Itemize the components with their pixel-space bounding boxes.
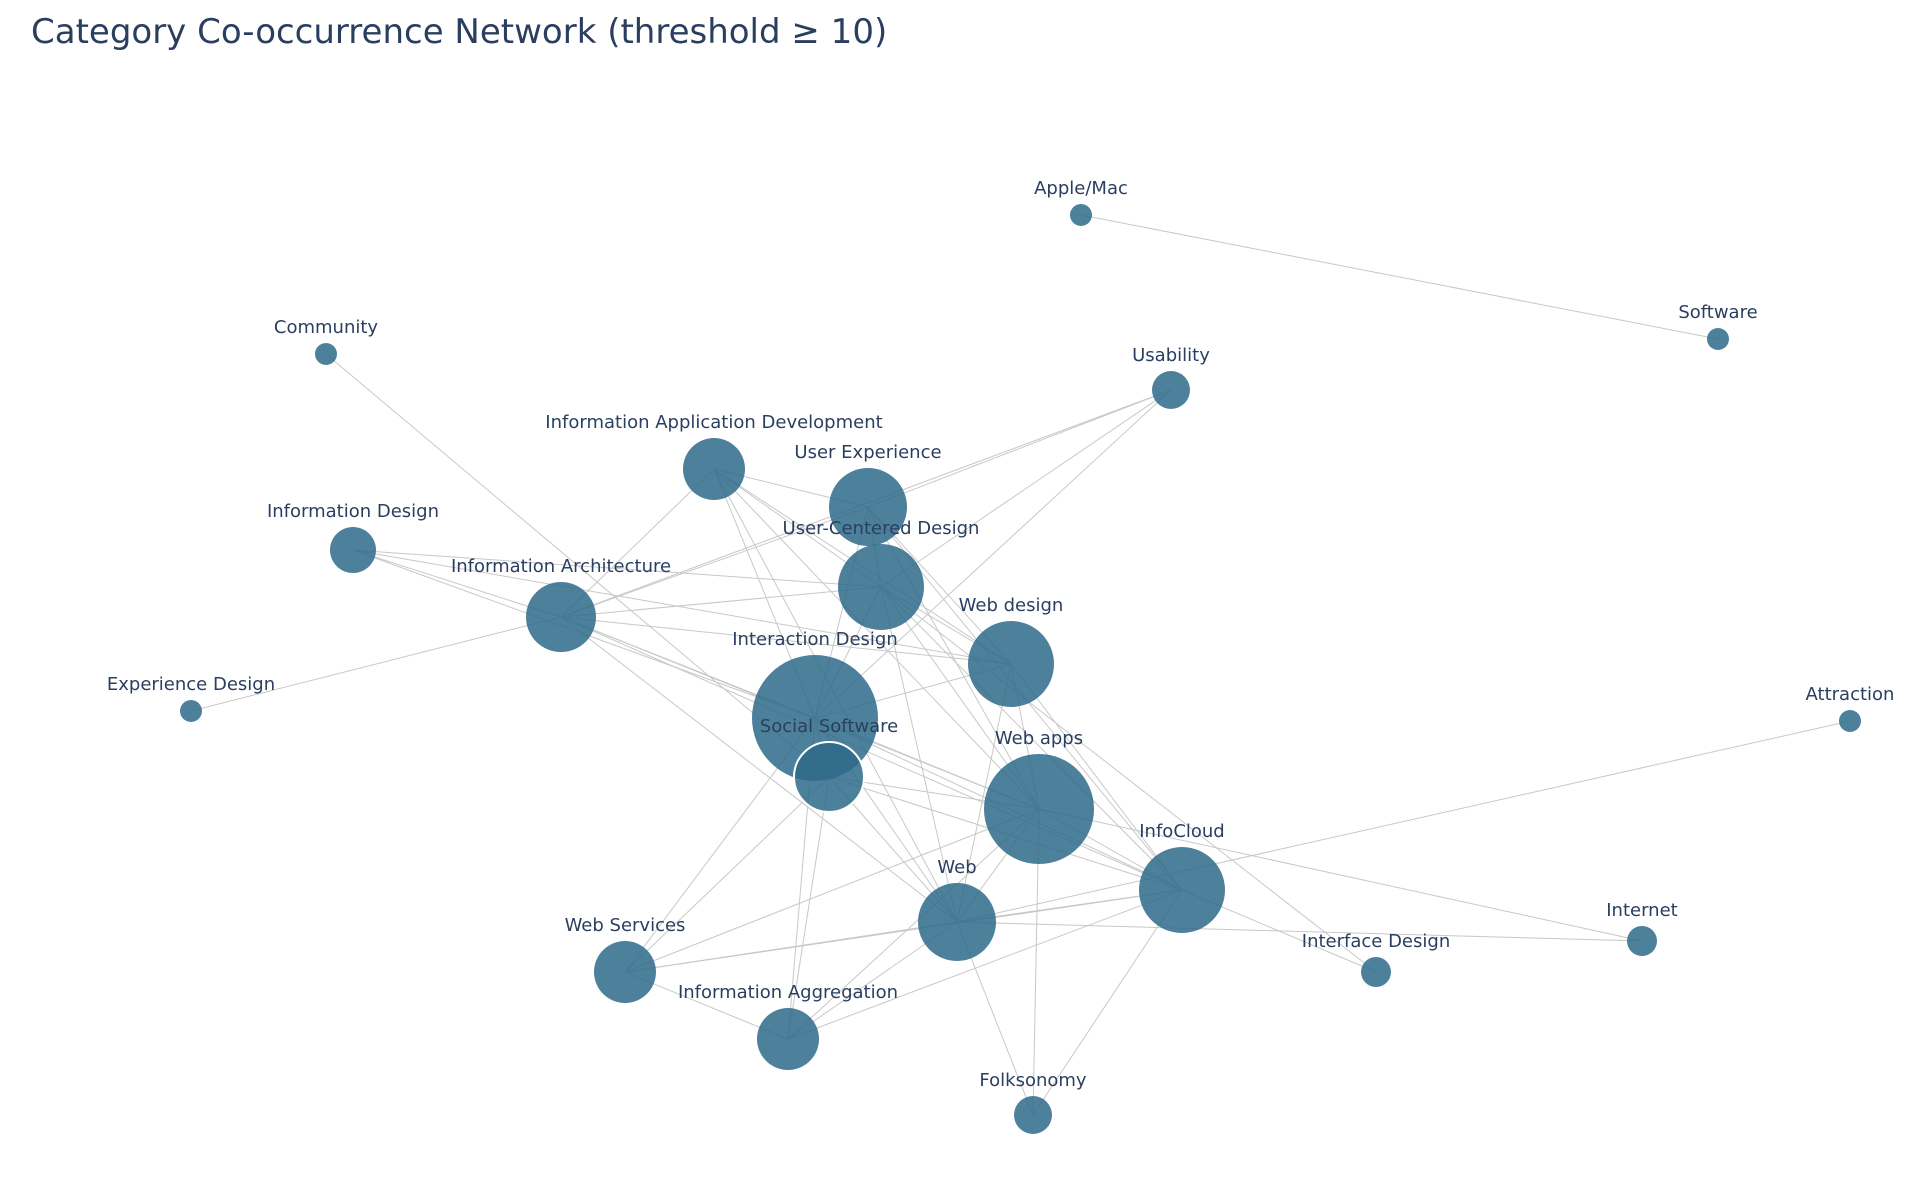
node-label-infocloud: InfoCloud	[1139, 821, 1224, 842]
edge-ia-expdesign	[190, 616, 562, 712]
node-label-folksonomy: Folksonomy	[979, 1070, 1086, 1091]
node-label-expdesign: Experience Design	[107, 674, 275, 695]
node-attraction[interactable]	[1839, 710, 1861, 732]
node-label-social: Social Software	[760, 716, 898, 737]
edge-ucd-interfacedesign	[880, 586, 1377, 973]
node-label-webdesign: Web design	[959, 595, 1064, 616]
node-layer	[180, 204, 1861, 1134]
node-infoagg[interactable]	[757, 1008, 819, 1070]
edge-social-infoagg	[787, 776, 830, 1040]
edge-webapps-infoagg	[787, 808, 1040, 1040]
node-label-infodesign: Information Design	[267, 501, 439, 522]
node-ux[interactable]	[829, 468, 907, 546]
node-ucd[interactable]	[838, 544, 924, 630]
node-label-ixd: Interaction Design	[732, 629, 898, 650]
edge-ucd-ia	[560, 586, 882, 618]
node-label-ucd: User-Centered Design	[783, 518, 980, 539]
edge-attraction-web	[956, 720, 1851, 923]
chart-title: Category Co-occurrence Network (threshol…	[31, 12, 888, 52]
node-ia[interactable]	[526, 582, 596, 652]
node-interfacedesign[interactable]	[1361, 957, 1391, 987]
edge-ucd-infocloud	[880, 586, 1183, 891]
node-label-software: Software	[1678, 302, 1757, 323]
node-label-community: Community	[274, 317, 379, 338]
edge-usability-ixd	[814, 389, 1172, 719]
node-infodesign[interactable]	[330, 527, 376, 573]
label-layer: Apple/MacSoftwareCommunityUsabilityInfor…	[107, 178, 1895, 1091]
node-expdesign[interactable]	[180, 700, 202, 722]
node-infocloud[interactable]	[1139, 847, 1225, 933]
edge-apple-software	[1080, 214, 1719, 340]
node-software[interactable]	[1707, 328, 1729, 350]
edge-usability-ux	[867, 389, 1172, 508]
edge-ucd-web	[880, 586, 958, 923]
edge-ia-web	[560, 616, 958, 923]
node-label-infoagg: Information Aggregation	[678, 982, 898, 1003]
node-label-internet: Internet	[1606, 900, 1677, 921]
node-webdesign[interactable]	[968, 621, 1054, 707]
node-label-ux: User Experience	[794, 442, 941, 463]
node-label-usability: Usability	[1132, 345, 1210, 366]
node-community[interactable]	[315, 343, 337, 365]
node-label-webapps: Web apps	[995, 728, 1083, 749]
edge-social-webservices	[624, 776, 830, 973]
edge-web-webservices	[624, 921, 958, 973]
edge-iad-webapps	[713, 468, 1040, 810]
node-label-iad: Information Application Development	[545, 412, 882, 433]
node-social[interactable]	[793, 741, 865, 813]
node-label-attraction: Attraction	[1806, 684, 1895, 705]
node-webservices[interactable]	[594, 941, 656, 1003]
node-web[interactable]	[918, 883, 996, 961]
edge-infocloud-infoagg	[787, 889, 1183, 1040]
edge-infodesign-ucd	[352, 549, 882, 588]
node-label-ia: Information Architecture	[451, 556, 671, 577]
edge-iad-ia	[560, 468, 715, 618]
node-label-interfacedesign: Interface Design	[1302, 931, 1450, 952]
node-usability[interactable]	[1152, 371, 1190, 409]
edge-webdesign-infocloud	[1010, 663, 1183, 891]
edge-webapps-internet	[1038, 808, 1643, 942]
edge-webdesign-web	[956, 663, 1012, 923]
edge-web-internet	[956, 921, 1643, 942]
edge-infodesign-webdesign	[352, 549, 1012, 665]
node-label-webservices: Web Services	[565, 915, 686, 936]
node-webapps[interactable]	[984, 754, 1094, 864]
node-folksonomy[interactable]	[1014, 1096, 1052, 1134]
edge-ia-infocloud	[560, 616, 1183, 891]
edge-usability-ucd	[880, 389, 1172, 588]
edge-ux-ia	[560, 506, 869, 618]
node-internet[interactable]	[1627, 926, 1657, 956]
node-apple[interactable]	[1070, 204, 1092, 226]
edge-webapps-webservices	[624, 808, 1040, 973]
node-label-web: Web	[937, 857, 976, 878]
edge-infodesign-ia	[352, 549, 562, 618]
edge-ia-webdesign	[560, 616, 1012, 665]
node-label-apple: Apple/Mac	[1034, 178, 1128, 199]
node-iad[interactable]	[683, 438, 745, 500]
